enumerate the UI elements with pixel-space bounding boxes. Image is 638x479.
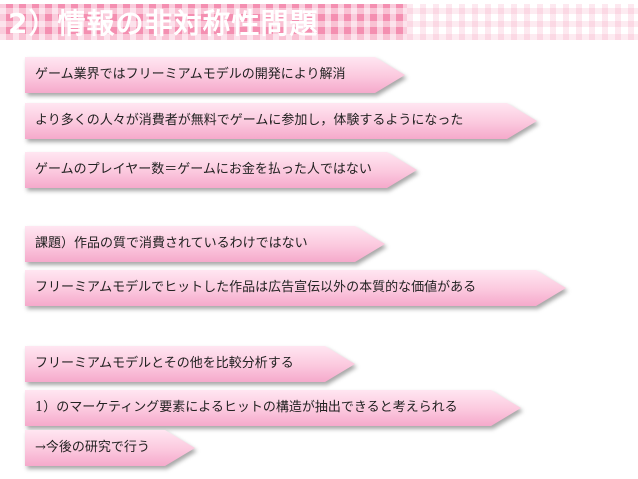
- arrow-item-7: 1）のマーケティング要素によるヒットの構造が抽出できると考えられる: [25, 390, 521, 426]
- arrow-item-1: ゲーム業界ではフリーミアムモデルの開発により解消: [25, 57, 405, 93]
- arrow-label: より多くの人々が消費者が無料でゲームに参加し，体験するようになった: [35, 113, 464, 128]
- arrow-item-5: フリーミアムモデルでヒットした作品は広告宣伝以外の本質的な価値がある: [25, 270, 566, 306]
- arrow-label: →今後の研究で行う: [35, 440, 150, 455]
- arrow-item-8: →今後の研究で行う: [25, 430, 195, 466]
- arrow-label: ゲーム業界ではフリーミアムモデルの開発により解消: [35, 67, 346, 82]
- arrow-item-6: フリーミアムモデルとその他を比較分析する: [25, 346, 355, 382]
- slide-title: 2）情報の非対称性問題: [8, 7, 319, 40]
- arrow-label: ゲームのプレイヤー数＝ゲームにお金を払った人ではない: [35, 162, 372, 177]
- arrow-shape: [25, 152, 417, 188]
- arrow-label: 1）のマーケティング要素によるヒットの構造が抽出できると考えられる: [35, 400, 458, 415]
- arrow-label: 課題）作品の質で消費されているわけではない: [35, 236, 308, 251]
- arrow-item-3: ゲームのプレイヤー数＝ゲームにお金を払った人ではない: [25, 152, 417, 188]
- arrow-shape: [25, 226, 385, 262]
- arrow-shape: [25, 430, 195, 466]
- arrow-item-2: より多くの人々が消費者が無料でゲームに参加し，体験するようになった: [25, 103, 537, 139]
- arrow-shape: [25, 57, 405, 93]
- arrow-shape: [25, 390, 521, 426]
- arrow-label: フリーミアムモデルでヒットした作品は広告宣伝以外の本質的な価値がある: [35, 280, 477, 295]
- arrow-shape: [25, 346, 355, 382]
- title-bar-pattern: [407, 4, 638, 40]
- title-bar: 2）情報の非対称性問題: [0, 4, 407, 40]
- arrow-label: フリーミアムモデルとその他を比較分析する: [35, 356, 294, 371]
- arrow-item-4: 課題）作品の質で消費されているわけではない: [25, 226, 385, 262]
- arrow-shape: [25, 270, 566, 306]
- arrow-shape: [25, 103, 537, 139]
